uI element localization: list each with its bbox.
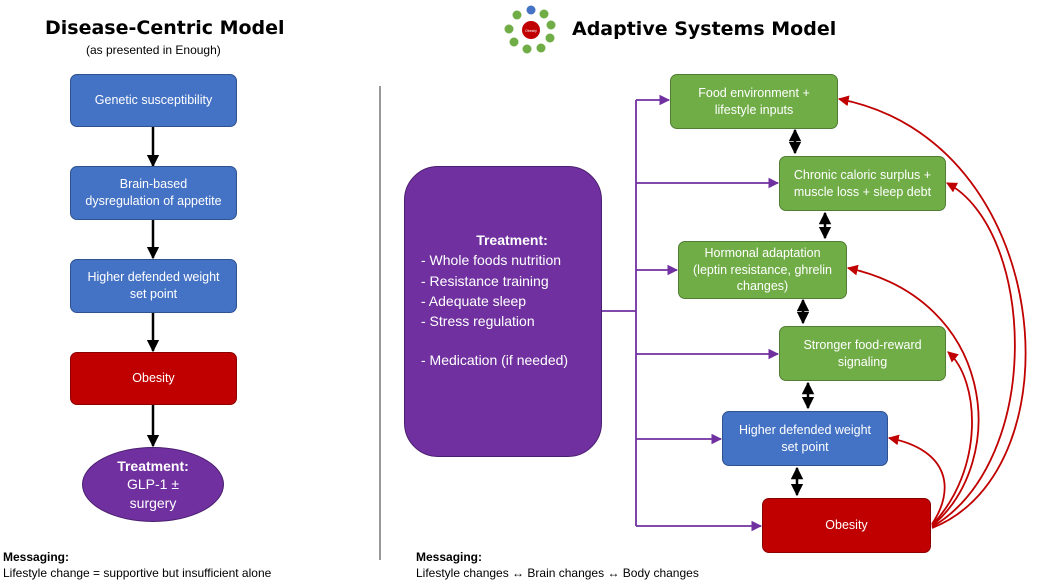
right-box-obesity-line: Obesity <box>825 518 868 533</box>
left-treatment-line-1: GLP-1 ± <box>126 476 180 493</box>
right-title: Adaptive Systems Model <box>572 18 837 40</box>
right-box-reward: Stronger food-reward signaling <box>779 326 946 381</box>
left-messaging: Messaging: Lifestyle change = supportive… <box>3 549 271 581</box>
feedback-to-food <box>837 95 1027 529</box>
right-box-surplus-line-2: muscle loss + sleep debt <box>793 184 932 199</box>
right-box-reward-line-1: Stronger food-reward <box>803 337 922 352</box>
left-box-brain-line-1: Brain-based <box>119 177 188 192</box>
right-box-hormonal-line-1: Hormonal adaptation <box>704 245 821 260</box>
right-messaging-text: Lifestyle changes ↔ Brain changes ↔ Body… <box>416 566 699 581</box>
right-box-reward-line-2: signaling <box>837 354 888 369</box>
right-messaging: Messaging: Lifestyle changes ↔ Brain cha… <box>416 549 699 581</box>
right-box-food: Food environment + lifestyle inputs <box>670 74 838 129</box>
left-treatment-line-2: surgery <box>129 494 177 511</box>
left-messaging-text: Lifestyle change = supportive but insuff… <box>3 566 272 581</box>
feedback-to-reward <box>931 351 973 526</box>
left-box-genetic-line: Genetic susceptibility <box>94 93 213 108</box>
right-box-setpoint-line-2: set point <box>781 439 829 454</box>
logo-center-label: Obesity <box>525 29 537 33</box>
treatment-item: - Medication (if needed) <box>421 352 569 369</box>
left-title: Disease-Centric Model <box>45 17 285 39</box>
right-messaging-heading: Messaging: <box>416 550 483 564</box>
treatment-trunk <box>602 100 637 526</box>
treatment-item: - Resistance training <box>421 272 549 289</box>
left-treatment-heading: Treatment: <box>117 458 189 475</box>
right-box-setpoint: Higher defended weight set point <box>722 411 888 466</box>
left-box-brain-line-2: dysregulation of appetite <box>85 194 222 208</box>
model-logo-icon: Obesity <box>504 5 556 54</box>
treatment-item: - Whole foods nutrition <box>421 252 562 269</box>
left-box-obesity: Obesity <box>70 352 237 405</box>
right-treatment-list: - Whole foods nutrition - Resistance tra… <box>405 250 601 370</box>
left-box-genetic: Genetic susceptibility <box>70 74 237 127</box>
right-box-food-line-2: lifestyle inputs <box>714 102 794 117</box>
left-box-setpoint: Higher defended weight set point <box>70 259 237 313</box>
left-box-brain: Brain-based dysregulation of appetite <box>70 166 237 220</box>
left-treatment-oval: Treatment: GLP-1 ± surgery <box>82 447 224 522</box>
left-box-setpoint-line-2: set point <box>129 287 178 301</box>
right-box-food-line-1: Food environment + <box>698 85 810 100</box>
right-treatment-box: Treatment: - Whole foods nutrition - Res… <box>404 166 602 457</box>
feedback-to-hormonal <box>846 264 980 527</box>
right-box-hormonal-line-2: (leptin resistance, ghrelin <box>693 262 832 277</box>
left-messaging-heading: Messaging: <box>3 550 70 564</box>
right-treatment-heading: Treatment: <box>476 232 548 248</box>
right-box-hormonal: Hormonal adaptation (leptin resistance, … <box>678 241 847 299</box>
feedback-to-setpoint <box>887 434 946 525</box>
right-box-hormonal-line-3: changes) <box>736 279 789 294</box>
treatment-item: - Adequate sleep <box>421 292 527 309</box>
right-box-obesity: Obesity <box>762 498 931 553</box>
right-box-setpoint-line-1: Higher defended weight <box>738 422 872 437</box>
treatment-item: - Stress regulation <box>421 313 535 330</box>
right-box-surplus: Chronic caloric surplus + muscle loss + … <box>779 156 946 211</box>
feedback-to-surplus <box>931 182 1016 528</box>
left-box-setpoint-line-1: Higher defended weight <box>87 270 220 285</box>
left-box-obesity-line: Obesity <box>132 371 175 386</box>
left-subtitle: (as presented in Enough) <box>86 43 221 57</box>
right-box-surplus-line-1: Chronic caloric surplus + <box>793 167 932 182</box>
